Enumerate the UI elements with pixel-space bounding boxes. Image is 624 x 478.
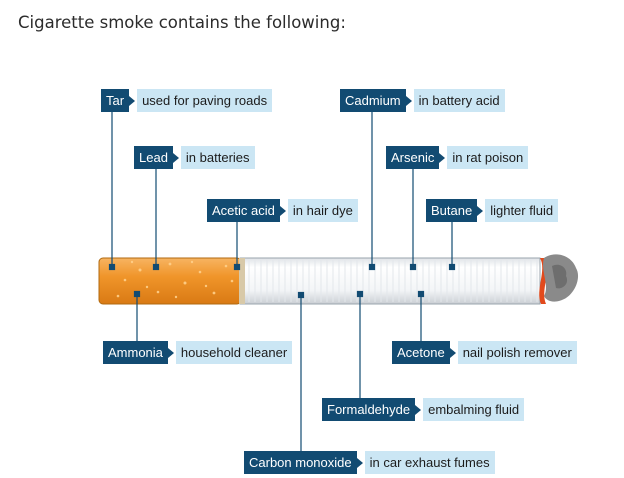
callout-cadmium: Cadmium in battery acid xyxy=(340,89,505,112)
use-label: in rat poison xyxy=(447,146,529,169)
cigarette xyxy=(98,254,579,305)
use-label: in car exhaust fumes xyxy=(364,451,495,474)
callout-arsenic: Arsenic in rat poison xyxy=(386,146,529,169)
callout-butane: Butane lighter fluid xyxy=(426,199,559,222)
chemical-label: Tar xyxy=(101,89,130,112)
chemical-label: Cadmium xyxy=(340,89,406,112)
pointer-arrow-icon xyxy=(449,347,456,358)
callout-ammonia: Ammonia household cleaner xyxy=(103,341,293,364)
use-label: household cleaner xyxy=(175,341,293,364)
callout-acetic-acid: Acetic acid in hair dye xyxy=(207,199,358,222)
chemical-label: Acetone xyxy=(392,341,450,364)
chemical-label: Formaldehyde xyxy=(322,398,416,421)
pointer-arrow-icon xyxy=(405,95,412,106)
pointer-arrow-icon xyxy=(279,205,286,216)
pointer-arrow-icon xyxy=(477,205,484,216)
chemical-label: Acetic acid xyxy=(207,199,280,222)
chemical-label: Butane xyxy=(426,199,478,222)
chemical-label: Lead xyxy=(134,146,173,169)
use-label: embalming fluid xyxy=(423,398,525,421)
chemical-label: Arsenic xyxy=(386,146,440,169)
callout-acetone: Acetone nail polish remover xyxy=(392,341,577,364)
callout-formaldehyde: Formaldehyde embalming fluid xyxy=(322,398,525,421)
use-label: used for paving roads xyxy=(137,89,273,112)
filter-band xyxy=(239,258,245,304)
pointer-arrow-icon xyxy=(167,347,174,358)
pointer-arrow-icon xyxy=(415,404,422,415)
use-label: in batteries xyxy=(180,146,255,169)
pointer-arrow-icon xyxy=(172,152,179,163)
chemical-label: Carbon monoxide xyxy=(244,451,357,474)
callout-lead: Lead in batteries xyxy=(134,146,255,169)
page-title: Cigarette smoke contains the following: xyxy=(18,13,346,32)
connectors xyxy=(108,112,456,451)
use-label: nail polish remover xyxy=(457,341,577,364)
use-label: in hair dye xyxy=(287,199,358,222)
use-label: lighter fluid xyxy=(485,199,559,222)
pointer-arrow-icon xyxy=(129,95,136,106)
pointer-arrow-icon xyxy=(439,152,446,163)
callout-tar: Tar used for paving roads xyxy=(101,89,273,112)
use-label: in battery acid xyxy=(413,89,505,112)
chemical-label: Ammonia xyxy=(103,341,168,364)
callout-carbon-monoxide: Carbon monoxide in car exhaust fumes xyxy=(244,451,495,474)
pointer-arrow-icon xyxy=(356,457,363,468)
